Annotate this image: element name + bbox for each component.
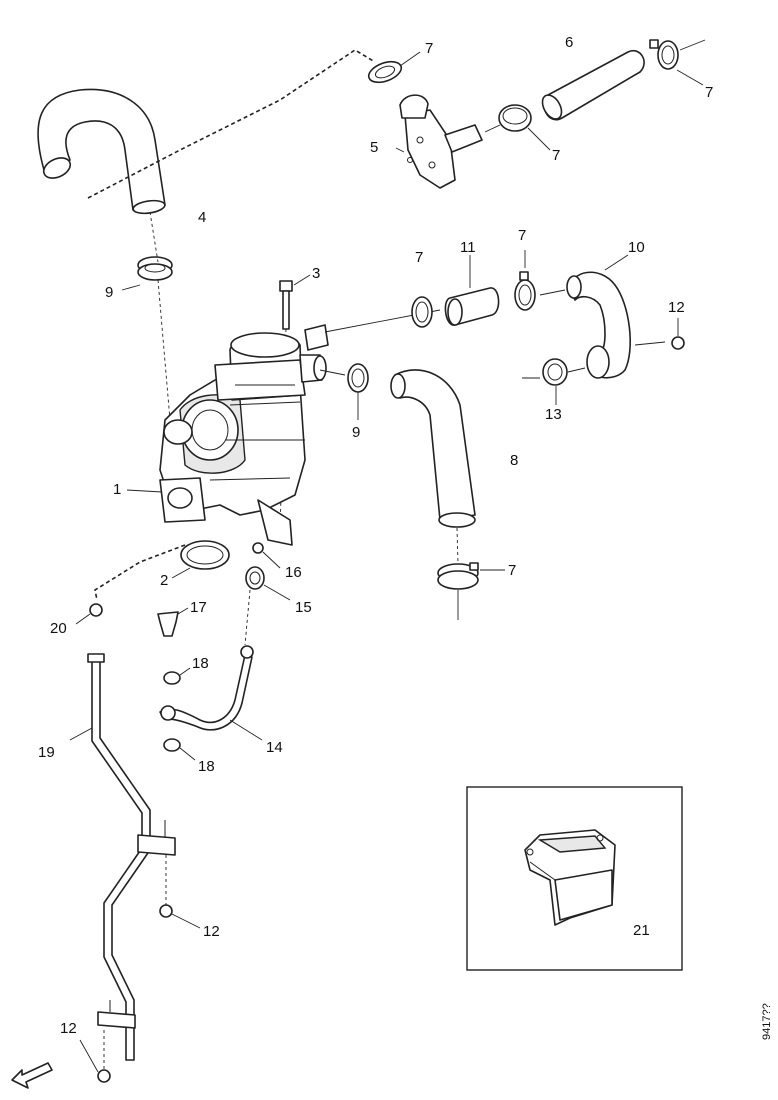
callout-7b: 7 (705, 84, 713, 101)
callout-1: 1 (113, 481, 121, 498)
clamp-part-9-b (347, 363, 369, 393)
callout-18a: 18 (192, 655, 209, 672)
clamp-part-7-lower (437, 562, 479, 590)
callout-4: 4 (198, 209, 206, 226)
clip-part-7-b (514, 271, 536, 311)
hose-part-4 (37, 88, 166, 215)
pipe-part-14 (159, 645, 254, 731)
callout-21: 21 (633, 922, 650, 939)
hose-part-s (390, 369, 476, 528)
callout-labels: 1 2 3 4 5 6 7 7 7 7 7 7 8 9 9 10 11 12 1… (38, 34, 773, 1040)
bolt-part-12-c (97, 1069, 111, 1083)
clip-part-7-right (649, 39, 679, 70)
fitting-part-15 (245, 566, 265, 590)
callout-17: 17 (190, 599, 207, 616)
callout-13: 13 (545, 406, 562, 423)
clip-part-7-mid (498, 104, 532, 132)
air-pump-part-1 (159, 324, 329, 546)
clip-part-7-a (411, 296, 433, 328)
nut-part-18-a (163, 671, 181, 685)
callout-5: 5 (370, 139, 378, 156)
cover-part-21 (524, 829, 616, 926)
nut-part-18-b (163, 738, 181, 752)
callout-18b: 18 (198, 758, 215, 775)
callout-20: 20 (50, 620, 67, 637)
washer-part-16 (252, 542, 264, 554)
callout-9b: 9 (352, 424, 360, 441)
reference-code: 9417?? (761, 1003, 773, 1040)
callout-12b: 12 (203, 923, 220, 940)
callout-14: 14 (266, 739, 283, 756)
nut-part-12-b (159, 904, 173, 918)
clamp-part-13 (542, 358, 568, 386)
callout-3: 3 (312, 265, 320, 282)
callout-12c: 12 (60, 1020, 77, 1037)
callout-9a: 9 (105, 284, 113, 301)
callout-7e: 7 (518, 227, 526, 244)
callout-11: 11 (460, 239, 476, 256)
callout-6: 6 (565, 34, 573, 51)
callout-19: 19 (38, 744, 55, 761)
inset-frame (466, 786, 683, 971)
front-arrow-icon (11, 1062, 53, 1089)
o-ring-part-2 (180, 540, 230, 570)
sleeve-part-11 (444, 287, 500, 326)
cap-part-17 (157, 611, 179, 637)
routing-line-lower (94, 544, 186, 601)
callout-16: 16 (285, 564, 302, 581)
callout-12a: 12 (668, 299, 685, 316)
clamp-part-8 (137, 256, 173, 281)
nut-part-12-a (671, 336, 685, 350)
callout-2: 2 (160, 572, 168, 589)
callout-7d: 7 (415, 249, 423, 266)
bolt-part-3 (279, 280, 293, 330)
callout-15: 15 (295, 599, 312, 616)
hose-part-6 (541, 49, 645, 121)
nut-part-20 (89, 603, 103, 617)
tube-part-19 (87, 653, 176, 1061)
callout-7a: 7 (425, 40, 433, 57)
clip-part-7-top (367, 60, 403, 84)
valve-part-5 (399, 94, 483, 189)
callout-7f: 7 (508, 562, 516, 579)
callout-7c: 7 (552, 147, 560, 164)
callout-10: 10 (628, 239, 645, 256)
callout-8: 8 (510, 452, 518, 469)
elbow-hose-part-10 (566, 271, 631, 379)
